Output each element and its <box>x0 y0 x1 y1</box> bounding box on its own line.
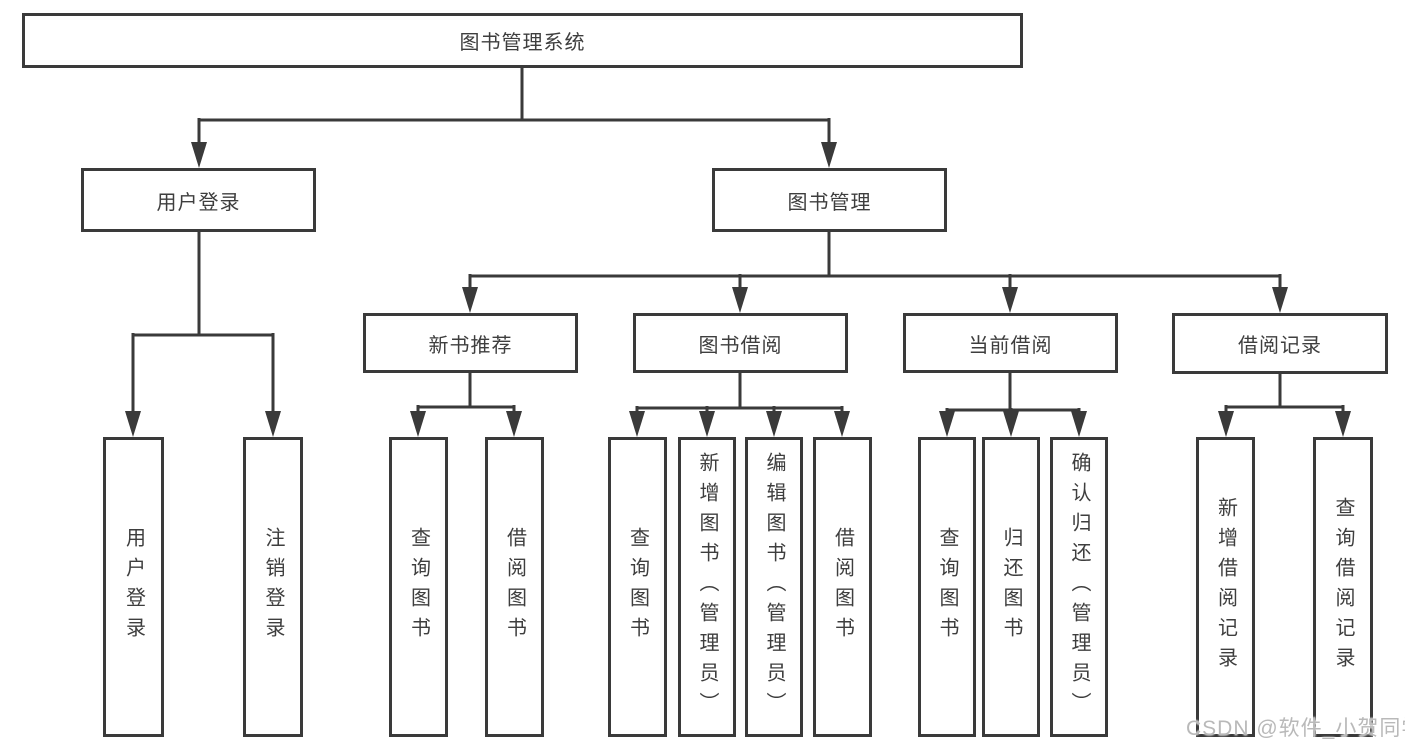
leaf-bb-borrow-books: 借阅图书 <box>813 437 872 737</box>
leaf-cb-confirm-return-admin: 确认归还（管理员） <box>1050 437 1108 737</box>
leaf-cb-confirm-return-admin-label: 确认归还（管理员） <box>1068 452 1090 722</box>
leaf-bb-add-books-admin-label: 新增图书（管理员） <box>696 452 718 722</box>
leaf-bb-borrow-books-label: 借阅图书 <box>831 527 854 647</box>
leaf-cb-query-books-label: 查询图书 <box>936 527 958 647</box>
leaf-nbr-borrow-books: 借阅图书 <box>485 437 544 737</box>
node-new-book-recommend-label: 新书推荐 <box>428 334 513 357</box>
leaf-bb-add-books-admin: 新增图书（管理员） <box>678 437 736 737</box>
leaf-bb-query-books-label: 查询图书 <box>626 527 649 647</box>
leaf-nbr-borrow-books-label: 借阅图书 <box>503 527 526 647</box>
leaf-cb-return-books-label: 归还图书 <box>1000 527 1022 647</box>
node-new-book-recommend: 新书推荐 <box>363 313 578 373</box>
node-borrowing-records: 借阅记录 <box>1172 313 1388 374</box>
node-user-login-label: 用户登录 <box>156 191 241 214</box>
leaf-bb-query-books: 查询图书 <box>608 437 667 737</box>
leaf-bb-edit-books-admin: 编辑图书（管理员） <box>745 437 803 737</box>
csdn-watermark: CSDN @软件_小贺同学 <box>1186 717 1405 740</box>
leaf-user-login: 用户登录 <box>103 437 164 737</box>
leaf-br-query-record-label: 查询借阅记录 <box>1332 497 1354 677</box>
node-current-borrowing-label: 当前借阅 <box>968 334 1053 357</box>
leaf-bb-edit-books-admin-label: 编辑图书（管理员） <box>763 452 785 722</box>
node-root-system-label: 图书管理系统 <box>459 32 586 54</box>
leaf-cb-return-books: 归还图书 <box>982 437 1040 737</box>
node-borrowing-records-label: 借阅记录 <box>1238 335 1322 357</box>
leaf-cb-query-books: 查询图书 <box>918 437 976 737</box>
node-current-borrowing: 当前借阅 <box>903 313 1118 373</box>
node-book-management: 图书管理 <box>712 168 947 232</box>
node-book-management-label: 图书管理 <box>787 191 872 214</box>
leaf-logout-label: 注销登录 <box>262 527 284 647</box>
leaf-nbr-query-books-label: 查询图书 <box>407 527 430 647</box>
node-book-borrowing: 图书借阅 <box>633 313 848 373</box>
leaf-br-add-record: 新增借阅记录 <box>1196 437 1255 737</box>
node-user-login: 用户登录 <box>81 168 316 232</box>
node-book-borrowing-label: 图书借阅 <box>698 334 783 357</box>
leaf-nbr-query-books: 查询图书 <box>389 437 448 737</box>
leaf-logout: 注销登录 <box>243 437 303 737</box>
leaf-br-query-record: 查询借阅记录 <box>1313 437 1373 737</box>
connector-arrowheads <box>125 142 1351 437</box>
leaf-br-add-record-label: 新增借阅记录 <box>1214 497 1237 677</box>
node-root-system: 图书管理系统 <box>22 13 1023 68</box>
leaf-user-login-label: 用户登录 <box>122 527 145 647</box>
